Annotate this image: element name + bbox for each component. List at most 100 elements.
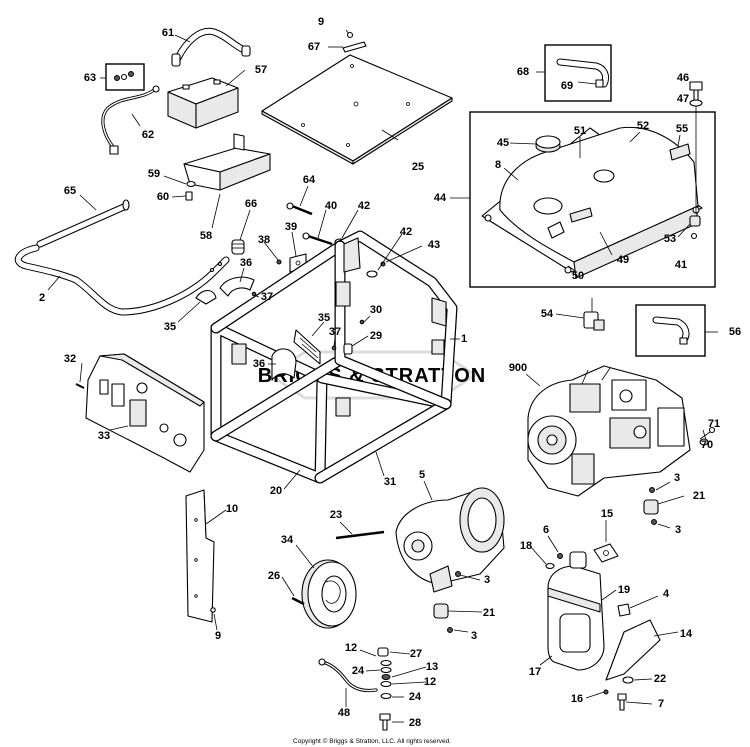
washer-12b	[380, 680, 392, 688]
engine-900	[527, 365, 691, 497]
callout-46: 46	[677, 72, 689, 84]
bracket-67	[342, 41, 367, 53]
callout-8: 8	[495, 159, 501, 171]
callout-61: 61	[162, 27, 174, 39]
callout-31: 31	[384, 476, 396, 488]
callout-51: 51	[574, 125, 586, 137]
callout-60: 60	[157, 191, 169, 203]
frame-1	[210, 230, 458, 484]
muffler-bracket-14	[605, 619, 661, 681]
callout-33: 33	[98, 430, 110, 442]
callout-14: 14	[680, 628, 693, 640]
callout-17: 17	[529, 666, 541, 678]
callout-30: 30	[370, 304, 382, 316]
callout-54: 54	[541, 308, 554, 320]
screw-16	[603, 689, 609, 695]
callout-24b: 24	[409, 691, 422, 703]
fuel-hose-61	[171, 27, 251, 67]
callout-68: 68	[517, 66, 529, 78]
foam-35	[195, 289, 217, 305]
bolt-7	[617, 693, 627, 711]
washer-12a	[380, 659, 392, 667]
mount-53	[689, 215, 701, 227]
hardware-kit-63	[105, 63, 145, 91]
callout-5: 5	[419, 469, 425, 481]
callout-37a: 37	[261, 291, 273, 303]
callout-71: 71	[708, 418, 720, 430]
leader-lines	[47, 34, 718, 723]
callout-59: 59	[148, 168, 160, 180]
callout-36a: 36	[240, 257, 252, 269]
callout-34: 34	[281, 534, 294, 546]
callout-39: 39	[285, 221, 297, 233]
callout-35a: 35	[164, 321, 176, 333]
callout-41: 41	[675, 259, 687, 271]
callout-43: 43	[428, 239, 440, 251]
callout-28: 28	[409, 717, 421, 729]
callout-9: 9	[318, 16, 324, 28]
callout-52: 52	[637, 120, 649, 132]
muffler-17	[547, 551, 605, 671]
washer-47	[689, 99, 703, 107]
fuel-tank-assembly-44	[469, 111, 716, 288]
screw-37a	[251, 291, 257, 297]
screw-30	[359, 319, 365, 325]
callout-12b: 12	[424, 676, 436, 688]
callout-15: 15	[601, 508, 613, 520]
callout-49: 49	[617, 254, 629, 266]
fitting-71	[699, 438, 709, 446]
callout-18: 18	[520, 540, 532, 552]
fuel-valve-54	[583, 298, 605, 331]
callout-3b: 3	[675, 524, 681, 536]
nut-41	[690, 232, 698, 240]
callout-32: 32	[64, 353, 76, 365]
callout-66: 66	[245, 198, 257, 210]
mount-21a	[643, 499, 659, 515]
screw-9-top	[345, 29, 354, 39]
callout-13: 13	[426, 661, 438, 673]
callout-42b: 42	[400, 226, 412, 238]
label-55	[669, 143, 691, 161]
grommet-66	[231, 239, 245, 255]
callout-37b: 37	[329, 326, 341, 338]
callout-70: 70	[701, 439, 713, 451]
nut-3b	[651, 519, 657, 525]
callout-40: 40	[325, 200, 337, 212]
callout-36b: 36	[253, 358, 265, 370]
callout-3d: 3	[471, 630, 477, 642]
battery-57	[167, 77, 239, 129]
nut-3d	[447, 627, 453, 633]
copyright-text: Copyright © Briggs & Stratton, LLC. All …	[293, 737, 451, 745]
callout-25: 25	[412, 161, 424, 173]
callout-63: 63	[84, 72, 96, 84]
control-panel-33	[85, 353, 205, 473]
cover-36b	[271, 348, 297, 381]
stud-23	[335, 530, 385, 540]
callout-19: 19	[618, 584, 630, 596]
callout-64: 64	[303, 174, 316, 186]
handle-65	[14, 199, 230, 316]
mount-21b	[433, 603, 449, 619]
callout-67: 67	[308, 41, 320, 53]
callout-44: 44	[434, 192, 447, 204]
callout-29: 29	[370, 330, 382, 342]
bolt-27	[377, 647, 389, 657]
callout-55: 55	[676, 123, 688, 135]
bracket-10	[185, 489, 215, 623]
callout-16: 16	[571, 693, 583, 705]
callout-2: 2	[39, 292, 45, 304]
callout-3a: 3	[674, 472, 680, 484]
spacer-29	[343, 343, 353, 355]
bolt-28	[379, 713, 391, 731]
callout-56: 56	[729, 326, 741, 338]
pin-64	[286, 202, 313, 216]
clamp-70	[708, 426, 716, 434]
callout-21b: 21	[483, 607, 495, 619]
callout-47: 47	[677, 93, 689, 105]
callout-58: 58	[200, 230, 212, 242]
cover-36	[219, 276, 255, 297]
callout-21a: 21	[693, 490, 705, 502]
callout-1: 1	[461, 333, 467, 345]
callout-69: 69	[561, 80, 573, 92]
